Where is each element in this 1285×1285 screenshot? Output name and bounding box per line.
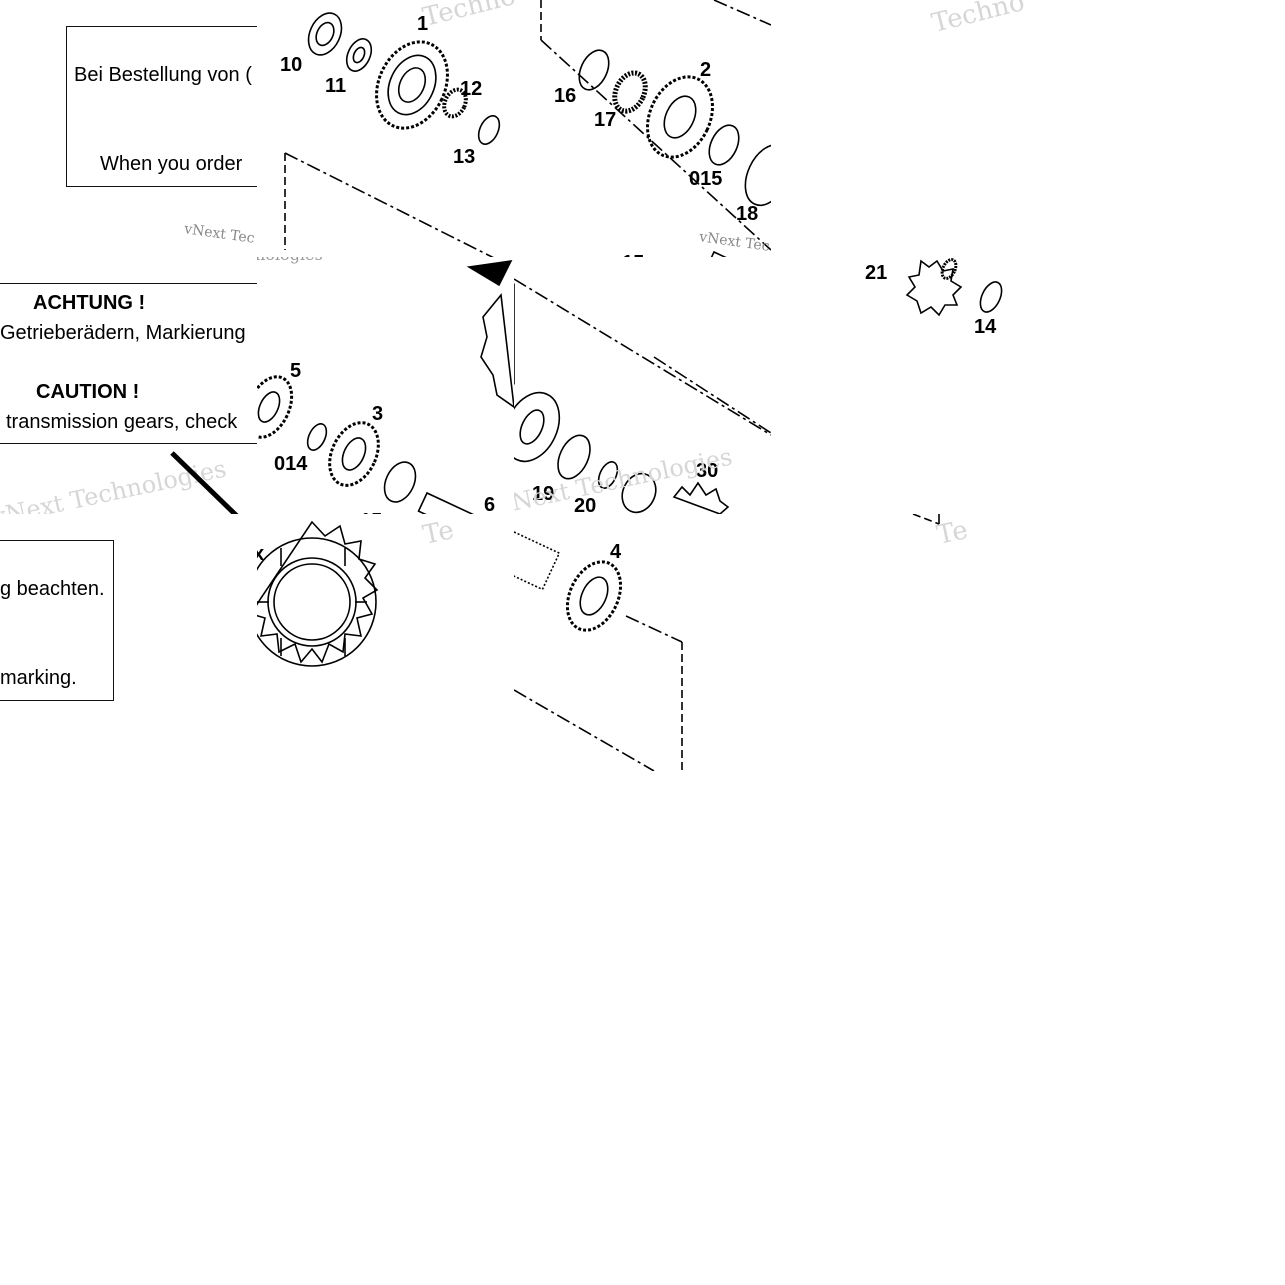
gear-detail-bore <box>267 557 357 647</box>
washer-15 <box>383 461 417 503</box>
caution-tile: ACHTUNG ! Getrieberädern, Markierung CAU… <box>0 257 257 514</box>
needle-bearing-17 <box>612 70 648 114</box>
caution-bottom-rule <box>0 443 257 444</box>
washer-16 <box>578 49 610 91</box>
watermark-text: Te <box>934 515 971 551</box>
countershaft-parts-tile: 16 17 2 015 18 15 vNext Tec <box>514 0 771 257</box>
input-shaft-parts-tile: 10 11 1 12 13 Techno <box>257 0 514 257</box>
watermark-text: Te <box>420 515 457 551</box>
part-number-2: 2 <box>700 59 711 81</box>
gear-3 <box>328 421 380 487</box>
marking-note-en: marking. <box>0 667 77 689</box>
part-number-1: 1 <box>417 13 428 35</box>
order-note-box <box>66 26 257 187</box>
watermark-text: vNext Tec <box>183 221 256 247</box>
washer-11 <box>345 38 373 72</box>
gear-set-drawing: 19 20 30 <box>514 278 771 514</box>
gear-set-drawing: 5 014 3 6 15 <box>257 259 514 514</box>
circlip-014 <box>306 423 328 451</box>
bushing <box>621 472 657 514</box>
gear-2 <box>646 75 714 159</box>
marking-note-de: g beachten. <box>0 578 105 600</box>
part-number-18: 18 <box>736 203 758 225</box>
order-note-de: Bei Bestellung von ( <box>74 64 252 86</box>
gear-detail-tile: x Te <box>257 514 514 771</box>
gear-5 <box>257 375 294 439</box>
washer-13 <box>477 115 501 145</box>
sprocket-parts-tile: 21 14 <box>771 257 1028 514</box>
gear-detail-outer <box>257 537 377 667</box>
bearing-18 <box>744 143 771 207</box>
part-number-15: 15 <box>360 510 382 514</box>
marking-note-tile: g beachten. marking. <box>0 514 257 771</box>
bearing-parts-tile: 19 20 30 vNext Technologies <box>514 257 771 514</box>
shaft-6 <box>417 491 476 514</box>
gear-set-drawing: 21 14 <box>865 258 1003 338</box>
bearing-10 <box>307 12 343 56</box>
gear-set-drawing: 16 17 2 015 18 15 <box>540 0 771 257</box>
circlip-14 <box>979 281 1003 313</box>
gear-detail-drawing: x <box>257 520 379 667</box>
dashed-line-fragment <box>912 514 940 525</box>
gear-wheel-partial <box>480 293 514 408</box>
gear-detail-teeth <box>257 520 379 664</box>
caution-top-rule <box>0 283 257 284</box>
part-number-30: 30 <box>696 460 718 482</box>
gear-set-drawing: 4 <box>514 530 683 771</box>
part-number-014: 014 <box>274 453 308 475</box>
gear-4 <box>565 560 623 632</box>
sprocket-30 <box>672 481 730 514</box>
sprocket-21 <box>905 259 963 317</box>
shaft-spline <box>514 530 561 591</box>
part-number-11: 11 <box>325 75 346 97</box>
part-number-10: 10 <box>280 54 302 76</box>
part-number-6: 6 <box>484 494 495 514</box>
pointer-arrow <box>170 451 239 514</box>
gear-set-drawing: 10 11 1 12 13 <box>280 12 501 257</box>
watermark-text: nologies <box>257 257 323 264</box>
caution-en-text: transmission gears, check <box>6 411 238 433</box>
output-shaft-parts-tile: 5 014 3 6 15 nologies <box>257 257 514 514</box>
gear-mark-x: x <box>257 543 264 565</box>
order-note-en: When you order <box>100 153 243 175</box>
arrow-head <box>466 259 513 287</box>
part-number-14: 14 <box>974 316 997 338</box>
order-note-tile: Bei Bestellung von ( When you order vNex… <box>0 0 257 257</box>
caution-de-text: Getrieberädern, Markierung <box>0 322 246 344</box>
part-number-12: 12 <box>460 78 482 100</box>
part-number-015: 015 <box>689 168 722 190</box>
caution-en-title: CAUTION ! <box>36 381 140 403</box>
caution-de-title: ACHTUNG ! <box>33 292 146 314</box>
part-number-17: 17 <box>594 109 616 131</box>
part-number-21: 21 <box>865 262 887 284</box>
part-number-4: 4 <box>610 541 622 563</box>
bearing-19 <box>514 391 561 463</box>
gear-4-tile: 4 <box>514 514 771 771</box>
watermark-text: Techno <box>928 0 1028 39</box>
part-number-15-b: 15 <box>622 252 644 257</box>
part-number-13: 13 <box>453 146 475 168</box>
part-number-16: 16 <box>554 85 576 107</box>
needle-bearing-12 <box>442 87 468 119</box>
marking-note-box <box>0 540 114 701</box>
shift-parts-tile: Techno <box>771 0 1028 257</box>
washer-20 <box>557 434 591 480</box>
part-number-20: 20 <box>574 495 596 514</box>
corner-fragment-tile: Te <box>771 514 1028 771</box>
part-number-3: 3 <box>372 403 383 425</box>
washer-015 <box>708 124 740 166</box>
part-number-5: 5 <box>290 360 301 382</box>
gear-1 <box>375 40 449 130</box>
part-number-19: 19 <box>532 483 554 505</box>
